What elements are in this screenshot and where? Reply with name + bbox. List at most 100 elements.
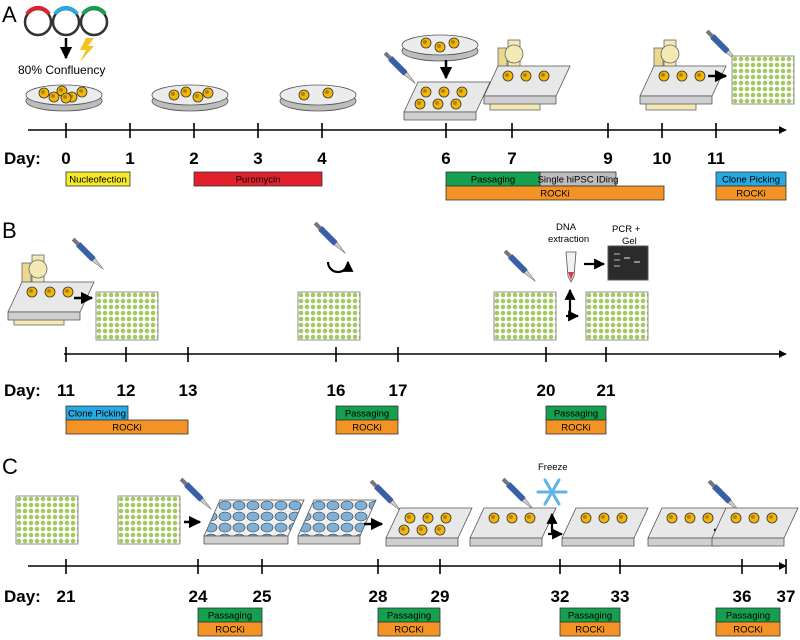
phase-bar — [335, 419, 399, 435]
pipette-icon — [368, 478, 404, 514]
phase-bar-label: ROCKi — [352, 423, 382, 434]
phase-bar-label: Nucleofection — [69, 175, 127, 186]
phase-bar-label: Puromycin — [236, 175, 281, 186]
phase-bar-label: ROCKi — [736, 189, 766, 200]
tick-label: 11 — [707, 149, 725, 168]
pcr-gel-label: PCR + — [612, 224, 641, 235]
tick-label: 11 — [57, 381, 75, 400]
phase-bar-label: ROCKi — [112, 423, 142, 434]
tick-label: 12 — [117, 381, 136, 400]
tick-label: 9 — [603, 149, 612, 168]
phase-bar-label: Passaging — [726, 611, 770, 622]
96-well-plate — [117, 495, 181, 545]
tick-label: 16 — [327, 381, 346, 400]
tick-label: 21 — [597, 381, 616, 400]
phase-bar — [197, 621, 263, 637]
tick-label: 3 — [253, 149, 262, 168]
pipette-icon — [178, 476, 214, 512]
phase-bar-label: ROCKi — [575, 625, 605, 636]
phase-bar — [377, 621, 441, 637]
tick-label: 33 — [611, 587, 630, 606]
day-label: Day: — [4, 149, 41, 168]
dna-extraction-label: DNA — [556, 222, 577, 233]
tick-label: 2 — [189, 149, 198, 168]
panel-a-letter: A — [2, 2, 17, 27]
tick-label: 20 — [537, 381, 556, 400]
tick-label: 6 — [441, 149, 450, 168]
phase-bar-label: Passaging — [387, 611, 431, 622]
culture-dish — [401, 34, 479, 62]
phase-bar-label: ROCKi — [215, 625, 245, 636]
multiwell-plate — [7, 281, 95, 321]
culture-dish — [151, 84, 229, 112]
tick-label: 24 — [189, 587, 208, 606]
phase-bar-label: Passaging — [208, 611, 252, 622]
refresh-icon — [326, 260, 354, 274]
freeze-label: Freeze — [538, 462, 568, 473]
day-label: Day: — [4, 587, 41, 606]
pipette-icon — [500, 476, 536, 512]
dna-extraction-label: extraction — [548, 234, 589, 245]
multiwell-plate — [561, 507, 649, 547]
multiwell-plate — [639, 65, 727, 105]
tick-label: 32 — [551, 587, 570, 606]
phase-bar-label: Passaging — [471, 175, 515, 186]
tick-label: 29 — [431, 587, 450, 606]
phase-bar-label: Passaging — [345, 409, 389, 420]
phase-bar — [193, 171, 323, 187]
multiwell-plate — [203, 499, 305, 545]
96-well-plate — [585, 291, 649, 341]
culture-dish — [25, 84, 103, 112]
phase-bar — [715, 621, 781, 637]
96-well-plate — [15, 495, 79, 545]
tick-label: 36 — [733, 587, 752, 606]
96-well-plate — [493, 291, 557, 341]
phase-bar-label: ROCKi — [561, 423, 591, 434]
phase-bar — [65, 171, 131, 187]
multiwell-plate — [297, 499, 377, 545]
confluency-label: 80% Confluency — [18, 63, 105, 77]
tick-label: 25 — [253, 587, 272, 606]
tick-label: 21 — [57, 587, 76, 606]
96-well-plate — [95, 291, 159, 341]
tick-label: 10 — [653, 149, 672, 168]
phase-bar-label: Clone Picking — [722, 175, 780, 186]
tube-icon — [565, 251, 577, 283]
day-label: Day: — [4, 381, 41, 400]
multiwell-plate — [711, 507, 799, 547]
snowflake-icon — [536, 478, 568, 506]
multiwell-plate — [385, 507, 473, 547]
tick-label: 28 — [369, 587, 388, 606]
multiwell-plate — [469, 507, 557, 547]
tick-label: 7 — [507, 149, 516, 168]
phase-bar-label: Passaging — [554, 409, 598, 420]
phase-bar-label: ROCKi — [733, 625, 763, 636]
culture-dish — [279, 84, 357, 112]
96-well-plate — [297, 291, 361, 341]
pipette-icon — [70, 236, 106, 272]
phase-bar-label: Single hiPSC IDing — [538, 175, 619, 186]
tick-label: 37 — [777, 587, 796, 606]
tick-label: 0 — [61, 149, 70, 168]
tick-label: 17 — [389, 381, 408, 400]
tick-label: 13 — [179, 381, 198, 400]
tick-label: 1 — [125, 149, 134, 168]
phase-bar-label: Passaging — [568, 611, 612, 622]
phase-bar — [715, 185, 787, 201]
multiwell-plate — [483, 65, 571, 105]
multiwell-plate — [403, 81, 491, 121]
tick-label: 4 — [317, 149, 327, 168]
plasmid-icons — [23, 6, 109, 37]
phase-bar — [65, 419, 189, 435]
pipette-icon — [502, 248, 538, 284]
phase-bar-label: ROCKi — [540, 189, 570, 200]
phase-bar-label: Clone Picking — [68, 409, 126, 420]
panel-c-letter: C — [2, 454, 18, 479]
gel-icon — [607, 245, 649, 281]
pipette-icon — [312, 220, 348, 256]
panel-b-letter: B — [2, 218, 17, 243]
phase-bar — [559, 621, 621, 637]
phase-bar — [545, 419, 607, 435]
phase-bar — [445, 185, 665, 201]
